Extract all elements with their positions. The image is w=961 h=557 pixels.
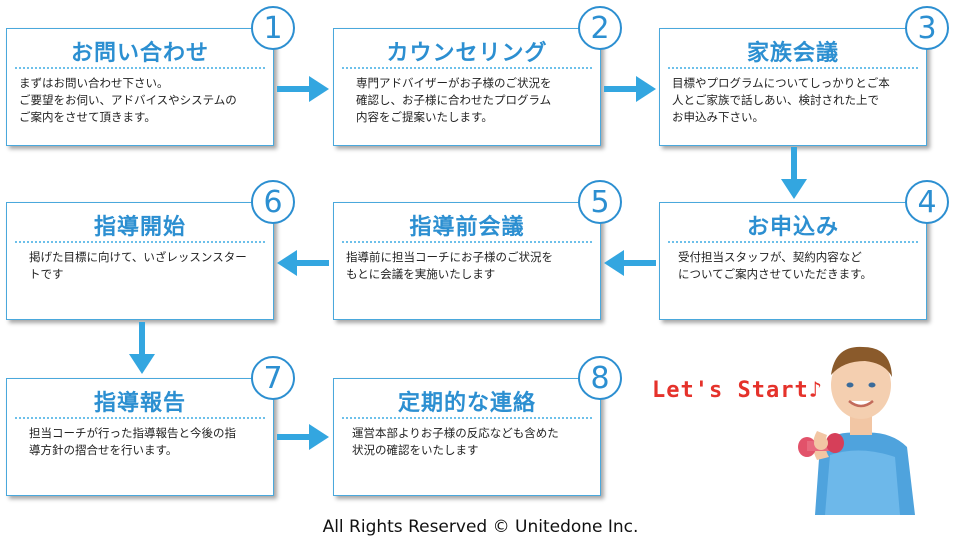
step-number-badge: 3 [905, 6, 949, 50]
step-title: 指導開始 [93, 215, 186, 240]
step-number-badge: 5 [578, 180, 622, 224]
arrow-down-icon [781, 147, 807, 199]
step-title: カウンセリング [386, 41, 548, 66]
arrow-down-icon [129, 322, 155, 374]
step-number-badge: 7 [251, 356, 295, 400]
step-body: 指導前に担当コーチにお子様のご状況を もとに会議を実施いたします [346, 250, 553, 281]
step-title: 家族会議 [746, 41, 839, 66]
divider [668, 67, 918, 69]
step-body: まずはお問い合わせ下さい。 ご要望をお伺い、アドバイスやシステムの ご案内をさせ… [19, 76, 237, 124]
step-number-badge: 6 [251, 180, 295, 224]
step-8-box: 定期的な連絡 運営本部よりお子様の反応なども含めた 状況の確認をいたします [333, 378, 601, 496]
step-body: 目標やプログラムについてしっかりとご本 人とご家族で話しあい、検討された上で お… [672, 76, 890, 124]
step-body: 運営本部よりお子様の反応なども含めた 状況の確認をいたします [352, 426, 559, 457]
step-title: 指導前会議 [409, 215, 525, 240]
arrow-right-icon [277, 424, 329, 450]
step-2-box: カウンセリング 専門アドバイザーがお子様のご状況を 確認し、お子様に合わせたプロ… [333, 28, 601, 146]
step-6-box: 指導開始 掲げた目標に向けて、いざレッスンスター トです [6, 202, 274, 320]
step-body: 掲げた目標に向けて、いざレッスンスター トです [29, 250, 247, 281]
copyright-footer: All Rights Reserved © Unitedone Inc. [322, 517, 639, 537]
arrow-right-icon [604, 76, 656, 102]
step-number-badge: 8 [578, 356, 622, 400]
divider [342, 417, 592, 419]
divider [15, 417, 265, 419]
step-body: 担当コーチが行った指導報告と今後の指 導方針の摺合せを行います。 [29, 426, 236, 457]
step-3-box: 家族会議 目標やプログラムについてしっかりとご本 人とご家族で話しあい、検討され… [659, 28, 927, 146]
step-7-box: 指導報告 担当コーチが行った指導報告と今後の指 導方針の摺合せを行います。 [6, 378, 274, 496]
step-number-badge: 1 [251, 6, 295, 50]
divider [668, 241, 918, 243]
step-title: お問い合わせ [70, 41, 209, 66]
arrow-left-icon [277, 250, 329, 276]
step-title: 指導報告 [93, 391, 186, 416]
step-number-badge: 2 [578, 6, 622, 50]
divider [15, 241, 265, 243]
step-title: 定期的な連絡 [397, 391, 536, 416]
divider [342, 67, 592, 69]
divider [342, 241, 592, 243]
step-body: 専門アドバイザーがお子様のご状況を 確認し、お子様に合わせたプログラム 内容をご… [356, 76, 552, 124]
step-5-box: 指導前会議 指導前に担当コーチにお子様のご状況を もとに会議を実施いたします [333, 202, 601, 320]
child-with-dumbbell-photo [798, 346, 915, 515]
step-1-box: お問い合わせ まずはお問い合わせ下さい。 ご要望をお伺い、アドバイスやシステムの… [6, 28, 274, 146]
lets-start-text: Let's Start♪ [652, 378, 823, 403]
step-4-box: お申込み 受付担当スタッフが、契約内容など についてご案内させていただきます。 [659, 202, 927, 320]
step-body: 受付担当スタッフが、契約内容など についてご案内させていただきます。 [678, 250, 873, 281]
arrow-right-icon [277, 76, 329, 102]
divider [15, 67, 265, 69]
step-number-badge: 4 [905, 180, 949, 224]
arrow-left-icon [604, 250, 656, 276]
step-title: お申込み [746, 215, 839, 240]
